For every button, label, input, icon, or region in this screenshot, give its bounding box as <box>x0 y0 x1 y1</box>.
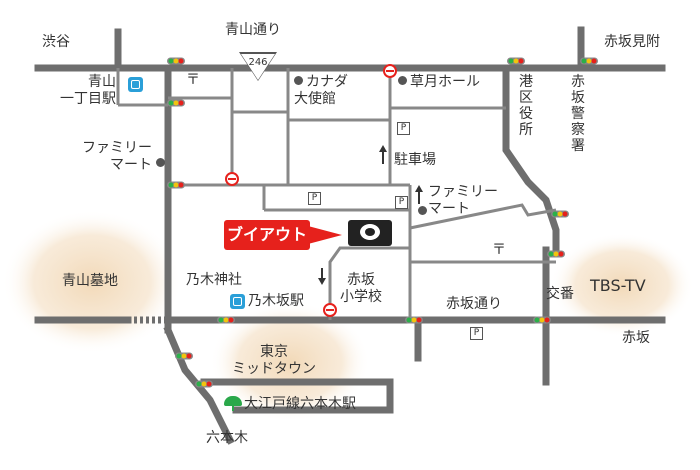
no-entry-icon <box>323 303 337 317</box>
no-entry-signs <box>225 64 397 317</box>
no-entry-icon <box>225 172 239 186</box>
one-way-arrow-icon <box>318 268 326 285</box>
traffic-signal-icon <box>507 57 525 65</box>
traffic-signal-icon <box>167 99 185 107</box>
label-minato-ward-office: 港区役所 <box>519 74 533 138</box>
parking-icon-4: P <box>470 327 483 340</box>
callout-bar <box>224 220 310 250</box>
label-oedo-roppongi: 大江戸線六本木駅 <box>244 396 356 412</box>
traffic-signal-icon <box>551 210 569 218</box>
destination-callout: ブイアウト <box>224 220 342 250</box>
label-akasaka-police: 赤坂警察署 <box>571 74 585 154</box>
landmark-dot-icon <box>418 206 427 215</box>
label-roppongi: 六本木 <box>206 430 248 446</box>
traffic-signal-icon <box>217 316 235 324</box>
one-way-arrow-icon <box>415 185 423 204</box>
traffic-signal-icon <box>175 352 193 360</box>
label-nogizaka-station: 乃木坂駅 <box>248 293 304 309</box>
callout-label: ブイアウト <box>226 225 307 244</box>
side-street <box>409 203 557 230</box>
label-parking: 駐車場 <box>394 152 436 168</box>
route-246-label: 246 <box>248 57 268 68</box>
label-aoyama-cemetery: 青山墓地 <box>62 273 118 289</box>
one-way-arrows <box>318 145 423 285</box>
label-akasaka-dori: 赤坂通り <box>446 296 502 312</box>
metro-station-icon <box>128 77 143 92</box>
no-entry-icon <box>383 64 397 78</box>
label-koban: 交番 <box>546 286 574 302</box>
side-street <box>328 246 410 320</box>
label-familymart-1: ファミリー マート <box>82 140 152 173</box>
label-canada-embassy: カナダ 大使館 <box>294 74 348 107</box>
label-akasaka-elementary: 赤坂 小学校 <box>340 272 382 305</box>
ginkgo-leaf-icon <box>224 396 242 411</box>
traffic-signal-icon <box>167 181 185 189</box>
callout-pointer <box>308 226 342 244</box>
label-akasaka-mitsuke: 赤坂見附 <box>604 34 660 50</box>
landmark-dot-icon <box>156 158 165 167</box>
label-nogi-shrine: 乃木神社 <box>186 272 242 288</box>
label-familymart-2: ファミリー マート <box>428 184 498 217</box>
parking-icon: P <box>397 122 410 135</box>
post-office-icon-2: 〒 <box>492 242 506 258</box>
traffic-signals <box>167 57 598 388</box>
landmark-dot-icon <box>398 76 407 85</box>
traffic-signal-icon <box>195 380 213 388</box>
traffic-signal-icon <box>167 57 185 65</box>
midtown-glow <box>210 302 370 422</box>
traffic-signal-icon <box>533 316 551 324</box>
label-akasaka: 赤坂 <box>622 330 650 346</box>
route-shield-fill <box>241 54 275 80</box>
traffic-signal-icon <box>580 57 598 65</box>
traffic-signal-icon <box>405 316 423 324</box>
post-office-icon: 〒 <box>186 72 200 88</box>
metro-station-icon <box>230 294 245 309</box>
landmark-dot-icon <box>294 76 303 85</box>
minato-road <box>502 64 560 254</box>
label-tokyo-midtown: 東京 ミッドタウン <box>232 344 316 377</box>
traffic-signal-icon <box>547 250 565 258</box>
destination-logo-icon <box>348 220 392 246</box>
label-tbs-tv: TBS-TV <box>590 276 646 295</box>
label-aoyama-dori: 青山通り <box>225 22 281 38</box>
parking-icon-2: P <box>308 192 321 205</box>
parking-icon-3: P <box>395 196 408 209</box>
label-sogetsu-hall: 草月ホール <box>398 74 480 91</box>
one-way-arrow-icon <box>379 145 387 164</box>
label-aoyama-itchome: 青山 一丁目駅 <box>60 74 116 107</box>
label-shibuya: 渋谷 <box>42 34 70 50</box>
tbs-glow <box>550 233 694 337</box>
